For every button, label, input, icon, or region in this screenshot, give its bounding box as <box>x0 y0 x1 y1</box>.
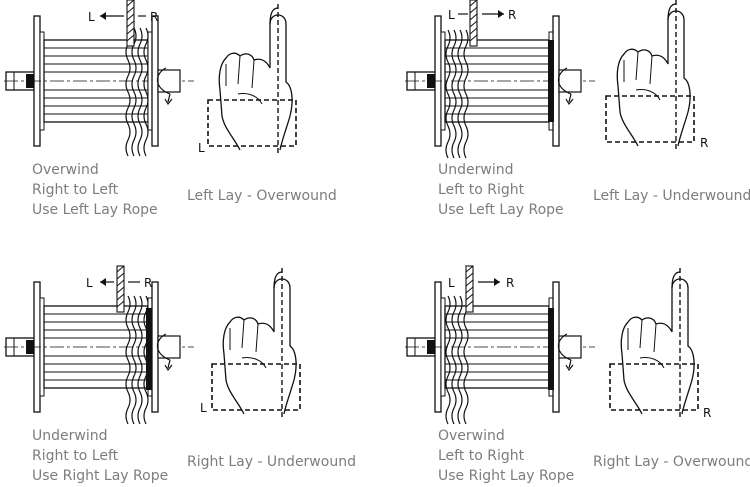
panel-3-caption: Underwind Right to Left Use Right Lay Ro… <box>32 426 168 486</box>
arrow-label-right: R <box>150 10 158 24</box>
winch-drum-icon <box>3 15 195 147</box>
right-hand-icon <box>605 0 695 151</box>
caption-line: Overwind <box>438 428 505 444</box>
right-hand-icon <box>609 267 699 419</box>
arrow-label-right: R <box>506 276 514 290</box>
panel-4-illustration: L R R <box>404 265 711 425</box>
panel-4-lay-label: Right Lay - Overwound <box>593 454 750 470</box>
panel-4-caption: Overwind Left to Right Use Right Lay Rop… <box>438 426 574 486</box>
panel-2-caption: Underwind Left to Right Use Left Lay Rop… <box>438 160 564 220</box>
arrow-label-left: L <box>88 10 95 24</box>
panel-1-caption: Overwind Right to Left Use Left Lay Rope <box>32 160 158 220</box>
caption-line: Right to Left <box>32 448 119 464</box>
winch-drum-icon <box>3 281 195 413</box>
hand-side-label: R <box>703 406 711 420</box>
left-hand-icon <box>211 267 301 419</box>
hand-side-label: L <box>200 401 207 415</box>
panel-1-illustration: L R L <box>3 0 297 157</box>
hand-side-label: L <box>198 141 205 155</box>
arrow-label-right: R <box>144 276 152 290</box>
rope-lead-icon <box>116 265 125 313</box>
left-hand-icon <box>207 3 297 155</box>
caption-line: Underwind <box>438 162 514 178</box>
caption-line: Use Left Lay Rope <box>32 202 158 218</box>
panel-2-illustration: L R R <box>404 0 708 159</box>
panel-2-lay-label: Left Lay - Underwound <box>593 188 750 204</box>
hand-side-label: R <box>700 136 708 150</box>
rope-lead-icon <box>465 265 474 313</box>
winch-drum-icon <box>404 15 596 147</box>
winch-drum-icon <box>404 281 596 413</box>
caption-line: Use Right Lay Rope <box>32 468 169 484</box>
caption-line: Overwind <box>32 162 99 178</box>
caption-line: Left to Right <box>438 448 525 464</box>
rope-lead-icon <box>126 0 135 47</box>
arrow-label-left: L <box>86 276 93 290</box>
panel-3-illustration: L R L <box>3 265 301 425</box>
arrow-label-left: L <box>448 276 455 290</box>
caption-line: Use Left Lay Rope <box>438 202 564 218</box>
panel-3-lay-label: Right Lay - Underwound <box>187 454 356 470</box>
caption-line: Right to Left <box>32 182 119 198</box>
arrow-label-right: R <box>508 8 516 22</box>
caption-line: Use Right Lay Rope <box>438 468 575 484</box>
rope-lead-icon <box>469 0 478 47</box>
panel-1-lay-label: Left Lay - Overwound <box>187 188 337 204</box>
arrow-label-left: L <box>448 8 455 22</box>
caption-line: Left to Right <box>438 182 525 198</box>
caption-line: Underwind <box>32 428 108 444</box>
